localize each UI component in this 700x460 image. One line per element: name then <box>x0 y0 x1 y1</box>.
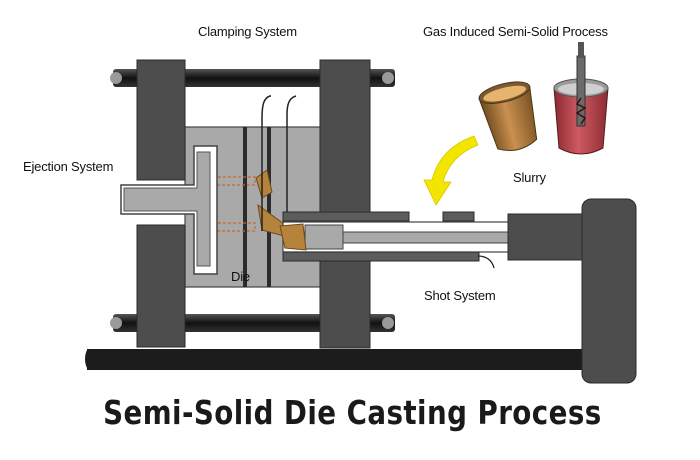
plunger-tip <box>304 224 344 250</box>
tie-bar-top-end-right <box>382 72 394 84</box>
label-slurry: Slurry <box>513 170 546 185</box>
pour-hole-cover <box>442 211 475 222</box>
tie-bar-bottom-end-left <box>110 317 122 329</box>
pour-arrow-icon <box>423 135 479 206</box>
tie-bar-top-end-left <box>110 72 122 84</box>
die-split-right <box>267 127 271 287</box>
shot-sleeve-bottom <box>282 251 480 262</box>
shot-cylinder <box>581 198 637 384</box>
die-split-left <box>243 127 247 287</box>
sensor-wire-right <box>286 95 297 230</box>
base-rail <box>87 349 592 370</box>
moving-platen-upper <box>136 59 186 181</box>
moving-platen-lower <box>136 224 186 348</box>
shot-sleeve-top <box>282 211 410 222</box>
sensor-wire-left <box>261 95 271 231</box>
plunger-rod <box>342 231 512 244</box>
label-gas-induced-process: Gas Induced Semi-Solid Process <box>423 24 608 39</box>
slurry-in-sleeve <box>279 223 307 251</box>
gas-induced-crucible <box>553 42 609 155</box>
ejector-plate-inner <box>123 151 211 267</box>
shot-sensor-wire <box>477 255 495 269</box>
label-clamping-system: Clamping System <box>198 24 297 39</box>
shot-cylinder-neck <box>507 213 593 261</box>
slurry-crucible <box>478 81 538 152</box>
base-rail-end <box>85 349 93 369</box>
die-cavity-slurry <box>255 169 273 199</box>
label-die: Die <box>231 269 250 284</box>
tie-bar-bottom-end-right <box>382 317 394 329</box>
label-ejection-system: Ejection System <box>23 159 114 174</box>
fixed-platen <box>319 59 371 349</box>
diagram-title: Semi-Solid Die Casting Process <box>103 393 602 432</box>
label-shot-system: Shot System <box>424 288 496 303</box>
